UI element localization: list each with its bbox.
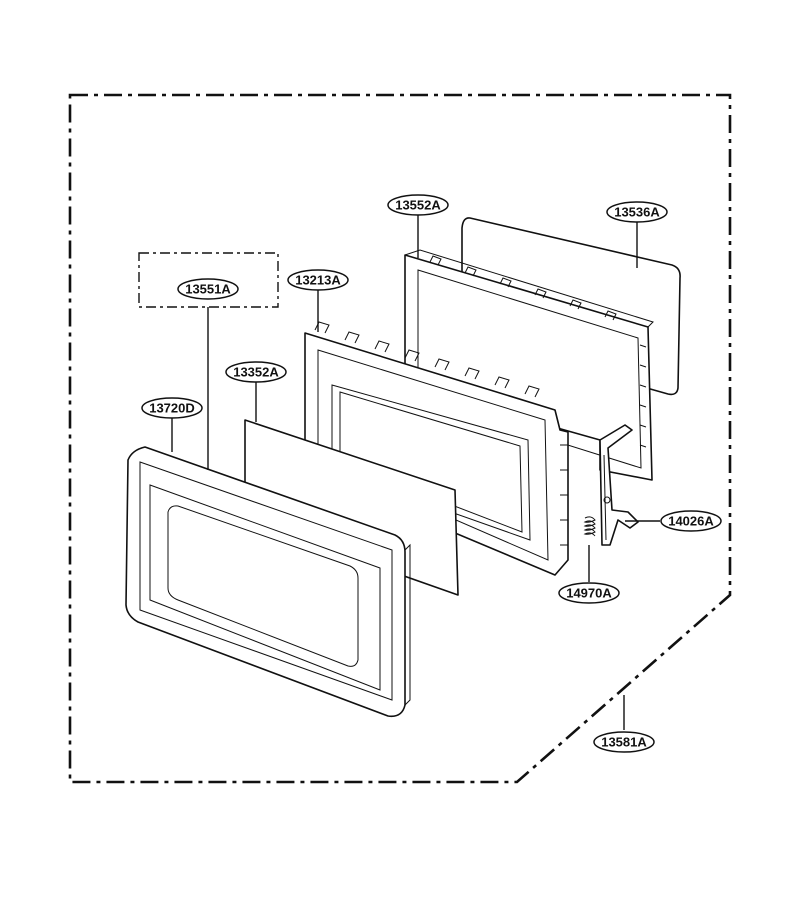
callout-13720d: 13720D: [141, 397, 203, 419]
callout-14970a: 14970A: [558, 582, 620, 604]
callout-13536a: 13536A: [606, 201, 668, 223]
callout-13551a-label: 13551A: [185, 282, 231, 297]
callout-13551a: 13551A: [177, 278, 239, 300]
callout-13720d-label: 13720D: [149, 401, 195, 416]
callout-13213a: 13213A: [287, 269, 349, 291]
part-14026a-latch: [599, 424, 639, 546]
callout-13581a: 13581A: [593, 731, 655, 753]
part-14970a-spring: [583, 516, 596, 537]
callout-13536a-label: 13536A: [614, 205, 660, 220]
callout-14026a: 14026A: [660, 510, 722, 532]
callout-13581a-label: 13581A: [601, 735, 647, 750]
part-13213a-chassis: [304, 321, 569, 576]
callout-13352a-label: 13352A: [233, 365, 279, 380]
callout-13213a-label: 13213A: [295, 273, 341, 288]
choke-cover-boundary: [138, 252, 279, 308]
assembly-boundary: [68, 93, 732, 784]
part-13720d-door-front: [125, 446, 411, 718]
callout-14026a-label: 14026A: [668, 514, 714, 529]
callout-13352a: 13352A: [225, 361, 287, 383]
callout-13552a-label: 13552A: [395, 198, 441, 213]
callout-14970a-label: 14970A: [566, 586, 612, 601]
leader-lines: [171, 214, 660, 730]
callout-13552a: 13552A: [387, 194, 449, 216]
